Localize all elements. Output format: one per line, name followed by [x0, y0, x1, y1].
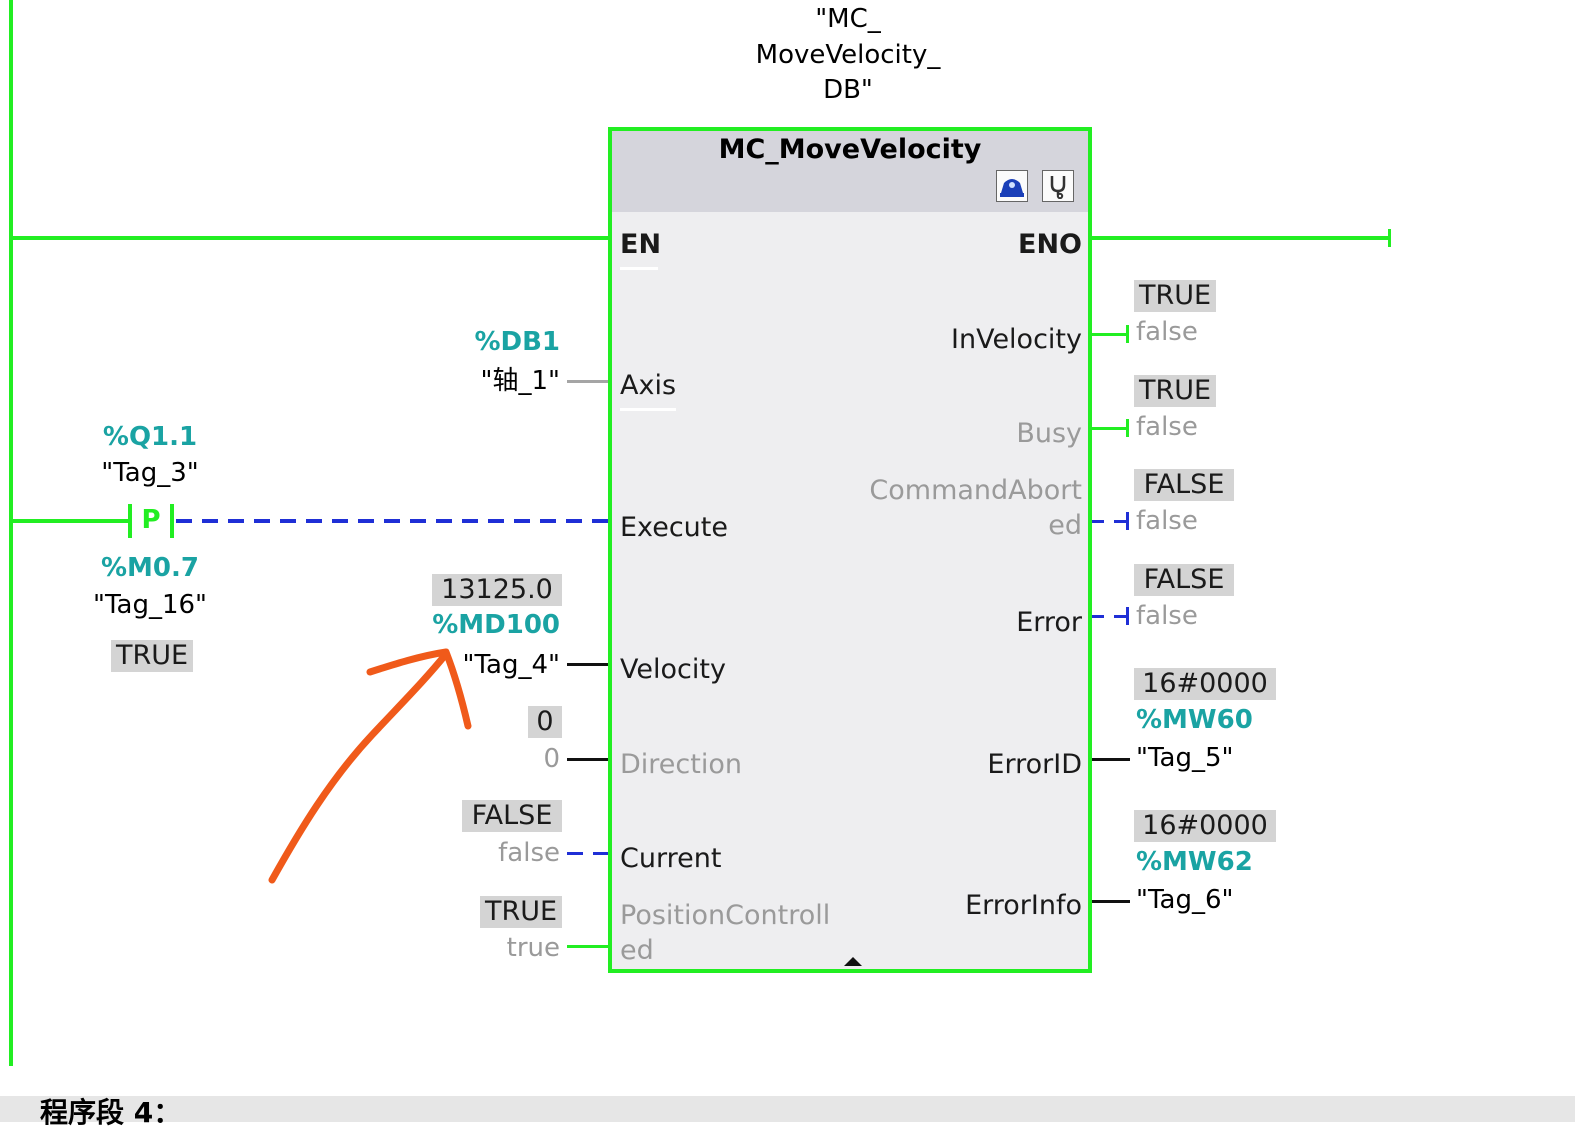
- pin-execute: Execute: [620, 512, 728, 543]
- errorinfo-address[interactable]: %MW62: [1136, 847, 1253, 877]
- contact-bar-left: [128, 504, 132, 538]
- errorinfo-wire: [1088, 900, 1130, 903]
- pin-invelocity: InVelocity: [951, 324, 1082, 355]
- pin-error: Error: [1016, 607, 1082, 638]
- pin-en: EN: [620, 228, 661, 270]
- current-wire: [567, 852, 609, 855]
- pin-errorinfo: ErrorInfo: [965, 890, 1082, 921]
- edge-memory-tag[interactable]: "Tag_16": [92, 590, 208, 620]
- busy-wire: [1088, 427, 1128, 430]
- pin-axis: Axis: [620, 369, 676, 411]
- command-aborted-wire-end: [1126, 512, 1129, 530]
- pin-errorid: ErrorID: [987, 749, 1082, 780]
- current-monitor-value: FALSE: [462, 800, 562, 832]
- pin-command-aborted-2: ed: [1048, 510, 1082, 541]
- eno-wire: [1088, 236, 1390, 240]
- error-literal[interactable]: false: [1136, 601, 1198, 631]
- error-wire-end: [1126, 607, 1129, 625]
- contact-tag[interactable]: "Tag_3": [101, 458, 199, 488]
- velocity-monitor-value: 13125.0: [432, 574, 562, 606]
- errorid-monitor-value: 16#0000: [1134, 668, 1276, 700]
- contact-address[interactable]: %Q1.1: [102, 422, 198, 452]
- direction-monitor-value: 0: [528, 706, 562, 738]
- busy-wire-end: [1126, 419, 1129, 437]
- velocity-wire: [567, 663, 609, 666]
- network-4-title: 程序段 4：: [40, 1096, 182, 1129]
- function-block[interactable]: MC_MoveVelocity EN Axis Execute Velocity…: [608, 127, 1092, 973]
- axis-wire: [567, 380, 609, 383]
- pin-direction: Direction: [620, 749, 742, 780]
- invelocity-monitor-value: TRUE: [1134, 280, 1216, 312]
- commissioning-icon[interactable]: [996, 170, 1028, 202]
- diagnostics-icon[interactable]: [1042, 170, 1074, 202]
- velocity-tag[interactable]: "Tag_4": [462, 650, 560, 680]
- pin-current: Current: [620, 843, 722, 874]
- direction-wire: [567, 758, 609, 761]
- error-monitor-value: FALSE: [1134, 564, 1234, 596]
- network-4-header[interactable]: 程序段 4：: [0, 1096, 1575, 1128]
- invelocity-wire: [1088, 333, 1128, 336]
- pin-position-controlled-1: PositionControll: [620, 900, 831, 931]
- errorinfo-tag[interactable]: "Tag_6": [1136, 885, 1234, 915]
- busy-monitor-value: TRUE: [1134, 375, 1216, 407]
- position-controlled-monitor-value: TRUE: [480, 896, 562, 928]
- invelocity-wire-end: [1126, 325, 1129, 343]
- pin-velocity: Velocity: [620, 654, 726, 685]
- command-aborted-literal[interactable]: false: [1136, 506, 1198, 536]
- command-aborted-wire: [1088, 520, 1128, 523]
- edge-memory-address[interactable]: %M0.7: [101, 553, 199, 583]
- invelocity-literal[interactable]: false: [1136, 317, 1198, 347]
- execute-wire-unpowered: [176, 519, 610, 523]
- execute-wire-powered: [11, 519, 131, 523]
- instance-db-line3[interactable]: DB": [823, 75, 873, 105]
- errorinfo-monitor-value: 16#0000: [1134, 810, 1276, 842]
- pin-command-aborted-1: CommandAbort: [869, 475, 1082, 506]
- function-block-header: MC_MoveVelocity: [612, 131, 1088, 212]
- busy-literal[interactable]: false: [1136, 412, 1198, 442]
- axis-tag[interactable]: "轴_1": [480, 366, 560, 396]
- direction-literal[interactable]: 0: [543, 744, 560, 774]
- pin-busy: Busy: [1016, 418, 1082, 449]
- pin-position-controlled-2: ed: [620, 935, 654, 966]
- edge-memory-value: TRUE: [111, 640, 193, 672]
- left-power-rail: [9, 0, 13, 1066]
- velocity-address[interactable]: %MD100: [432, 610, 560, 640]
- en-wire: [11, 236, 611, 240]
- contact-symbol[interactable]: P: [141, 505, 161, 535]
- command-aborted-monitor-value: FALSE: [1134, 469, 1234, 501]
- eno-wire-end: [1388, 229, 1391, 247]
- pin-eno: ENO: [1018, 229, 1082, 260]
- errorid-address[interactable]: %MW60: [1136, 705, 1253, 735]
- function-block-title: MC_MoveVelocity: [718, 134, 982, 165]
- caret-up-icon[interactable]: [844, 957, 862, 966]
- axis-address[interactable]: %DB1: [474, 327, 560, 357]
- instance-db-line1[interactable]: "MC_: [815, 4, 881, 34]
- current-literal[interactable]: false: [498, 838, 560, 868]
- errorid-tag[interactable]: "Tag_5": [1136, 743, 1234, 773]
- position-controlled-wire: [567, 945, 609, 948]
- contact-bar-right: [170, 504, 174, 538]
- errorid-wire: [1088, 758, 1130, 761]
- position-controlled-literal[interactable]: true: [506, 933, 560, 963]
- instance-db-line2[interactable]: MoveVelocity_: [755, 40, 941, 70]
- error-wire: [1088, 615, 1128, 618]
